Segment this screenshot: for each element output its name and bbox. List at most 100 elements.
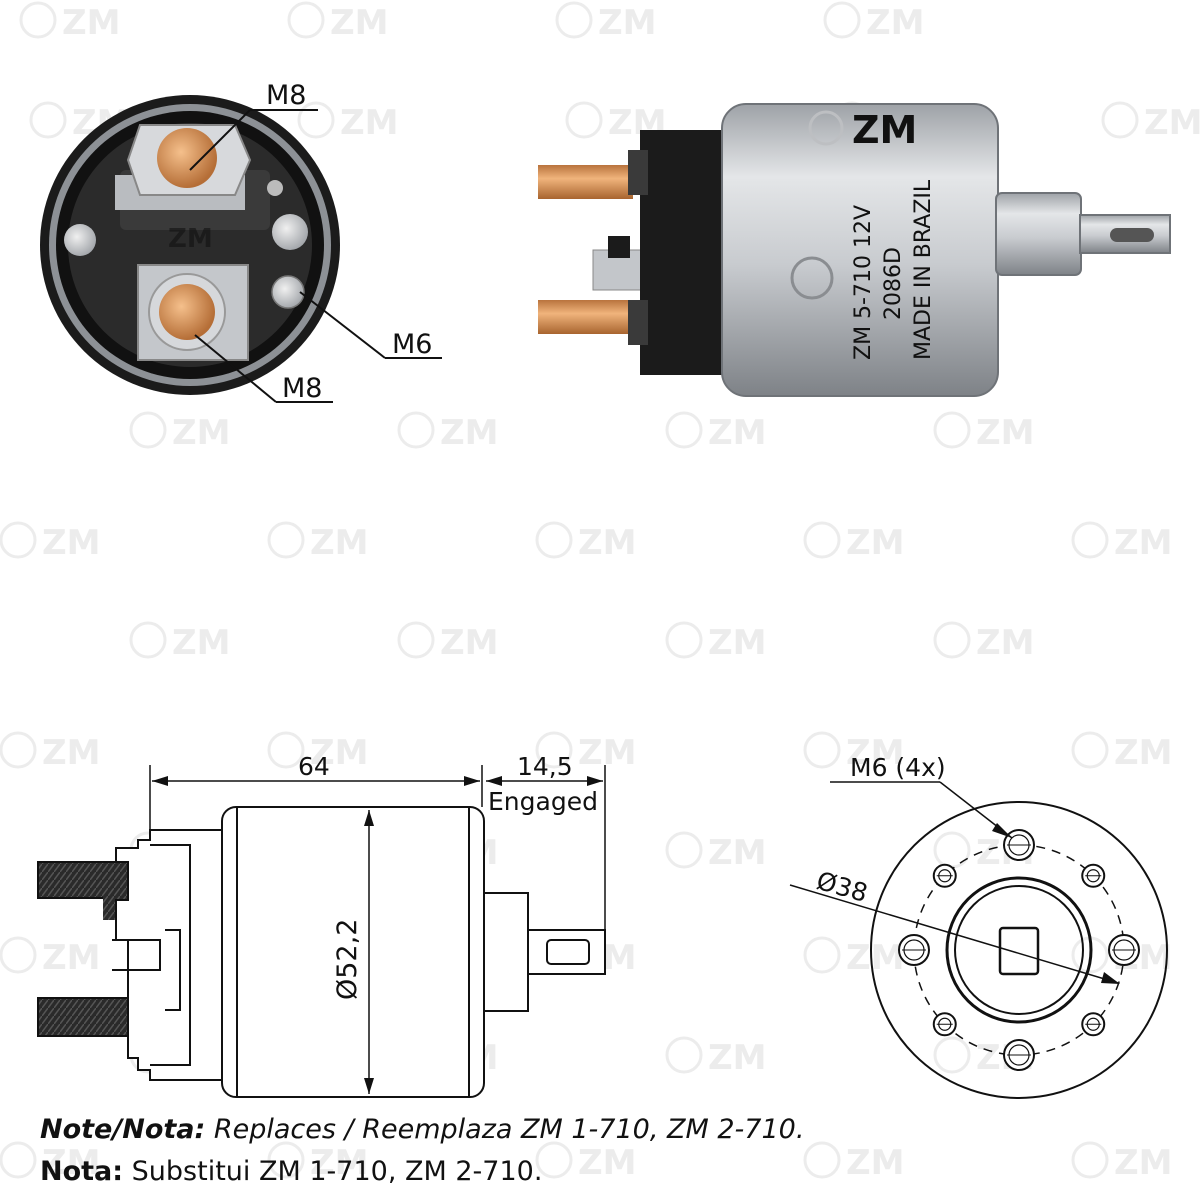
watermark-text: ZM	[340, 103, 399, 143]
drawing-upper-stud	[37, 861, 134, 899]
watermark-text: ZM	[42, 523, 101, 563]
drawing-plunger	[483, 892, 529, 1012]
nota-label-bold: Nota:	[40, 1156, 124, 1187]
watermark-text: ZM	[846, 523, 905, 563]
watermark-text: ZM	[578, 733, 637, 773]
end-plunger-square	[998, 926, 1040, 976]
watermark-text: ZM	[62, 3, 121, 43]
end-outer-circle	[870, 801, 1168, 1099]
drawing-cap-inner-line	[150, 844, 191, 1066]
watermark-logo-icon	[297, 101, 335, 139]
watermark-text: ZM	[42, 1143, 101, 1183]
watermark-logo-icon	[0, 936, 37, 974]
watermark-logo-icon	[0, 1141, 37, 1179]
side-cap-boss-lower	[628, 300, 648, 345]
watermark-logo-icon	[1071, 731, 1109, 769]
callout-bottom-m8: M8	[282, 373, 322, 404]
watermark-text: ZM	[846, 733, 905, 773]
dim-diameter-arrow-bottom	[364, 1078, 374, 1094]
dim-length-arrow-right	[464, 776, 480, 786]
callout-line-bottom	[194, 334, 277, 403]
watermark-logo-icon	[665, 1036, 703, 1074]
watermark-logo-icon	[1101, 101, 1139, 139]
watermark-logo-icon	[933, 831, 971, 869]
top-terminal-copper	[157, 128, 217, 188]
side-body-engraving: ZM 5-710 12V 2086D MADE IN BRAZIL	[851, 179, 936, 360]
watermark-logo-icon	[535, 731, 573, 769]
watermark-text: ZM	[708, 413, 767, 453]
watermark-text: ZM	[708, 833, 767, 873]
watermark-logo-icon	[803, 731, 841, 769]
dim-length-arrow-left	[152, 776, 168, 786]
watermark-logo-icon	[803, 1141, 841, 1179]
watermark-text: ZM	[578, 1143, 637, 1183]
drawing-plunger-slot	[546, 939, 590, 965]
watermark-text: ZM	[846, 1143, 905, 1183]
drawing-cap-detail	[165, 929, 181, 1011]
callout-line-top	[189, 109, 251, 171]
watermark-text: ZM	[330, 3, 389, 43]
dim-stroke-arrow-left	[486, 776, 502, 786]
watermark-logo-icon	[823, 1, 861, 39]
watermark-logo-icon	[565, 101, 603, 139]
watermark-text: ZM	[598, 3, 657, 43]
watermark-text: ZM	[976, 413, 1035, 453]
drawing-plunger-tab	[527, 929, 606, 975]
holes-label: M6 (4x)	[850, 753, 946, 782]
drawing-end-view	[789, 781, 1168, 1099]
watermark-logo-icon	[665, 621, 703, 659]
watermark-text: ZM	[172, 413, 231, 453]
watermark-text: ZM	[42, 938, 101, 978]
watermark-logo-icon	[535, 521, 573, 559]
side-engraving-model: ZM 5-710 12V	[851, 205, 876, 360]
watermark-text: ZM	[866, 3, 925, 43]
watermark-text: ZM	[708, 623, 767, 663]
side-engraving-origin: MADE IN BRAZIL	[911, 179, 936, 360]
bolt-circle-leader	[789, 884, 1119, 984]
side-upper-copper-stud	[538, 165, 633, 199]
watermark-logo-icon	[267, 1141, 305, 1179]
watermark-text: ZM	[1114, 523, 1173, 563]
dim-diameter-arrow-top	[364, 810, 374, 826]
cap-screw	[267, 180, 283, 196]
m6-terminal	[271, 275, 305, 309]
watermark-logo-icon	[129, 621, 167, 659]
watermark-text: ZM	[440, 623, 499, 663]
watermark-text: ZM	[976, 623, 1035, 663]
watermark-logo-icon	[397, 621, 435, 659]
drawing-cap-terminal	[112, 939, 161, 971]
watermark-logo-icon	[267, 731, 305, 769]
drawing-side-view	[37, 765, 606, 1098]
watermark-logo-icon	[665, 411, 703, 449]
dim-stroke-arrow-right	[587, 776, 603, 786]
dim-length-label: 64	[298, 752, 330, 781]
watermark-text: ZM	[708, 1038, 767, 1078]
side-top-brand: ZM	[852, 108, 917, 152]
watermark-logo-icon	[555, 1, 593, 39]
end-hub-inner	[954, 885, 1084, 1015]
watermark-text: ZM	[1114, 733, 1173, 773]
watermark-text: ZM	[440, 413, 499, 453]
dim-stroke-caption: Engaged	[488, 787, 598, 816]
watermark-logo-icon	[1071, 521, 1109, 559]
side-engraving-code: 2086D	[881, 247, 906, 320]
drawing-lower-stud	[37, 997, 134, 1037]
watermark-logo-icon	[535, 1141, 573, 1179]
holes-leader-arrow	[992, 823, 1012, 838]
photo-side-view: ZM ZM 5-710 12V 2086D MADE IN BRAZIL	[538, 103, 1171, 397]
watermark-text: ZM	[172, 623, 231, 663]
watermark-logo-icon	[267, 521, 305, 559]
bolt-circle-label: Ø38	[813, 866, 870, 908]
watermark-logo-icon	[0, 731, 37, 769]
watermark-logo-icon	[933, 411, 971, 449]
dim-stroke-label: 14,5	[517, 752, 573, 781]
watermark-text: ZM	[42, 733, 101, 773]
callout-line-m6	[299, 291, 386, 359]
watermark-text: ZM	[846, 938, 905, 978]
watermark-logo-icon	[933, 1036, 971, 1074]
end-mounting-holes	[898, 829, 1140, 1071]
side-top-logo-icon	[808, 110, 844, 146]
bottom-terminal-copper	[159, 284, 215, 340]
watermark-text: ZM	[310, 733, 369, 773]
